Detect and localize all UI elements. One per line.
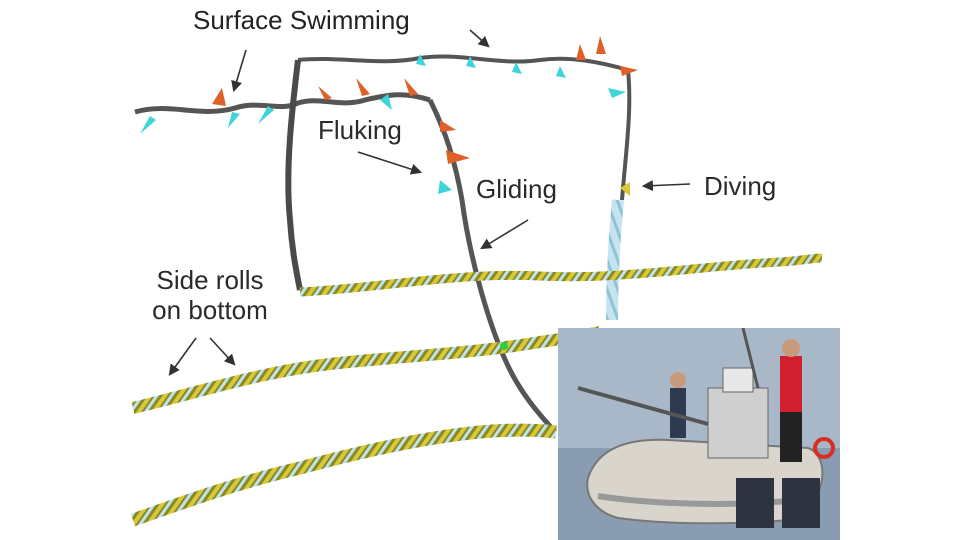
arrow-side-rolls-right — [210, 338, 234, 364]
arrow-fluking — [358, 152, 420, 172]
bottom-ribbon-2 — [133, 332, 600, 408]
diving-label: Diving — [704, 172, 776, 202]
position-marker — [500, 342, 508, 350]
arrow-surface-left — [234, 50, 246, 90]
side-rolls-label: Side rolls on bottom — [136, 266, 284, 326]
fluking-label: Fluking — [318, 116, 402, 146]
arrow-gliding — [482, 220, 528, 248]
arrow-surface-right — [470, 30, 488, 46]
side-rolls-line-1: Side rolls — [136, 266, 284, 296]
diving-column — [612, 200, 618, 320]
gliding-label: Gliding — [476, 175, 557, 205]
side-rolls-line-2: on bottom — [136, 296, 284, 326]
left-descent-track — [288, 60, 300, 290]
arrow-diving — [644, 184, 690, 186]
bottom-ribbon-3 — [133, 430, 556, 520]
research-boat-photo — [558, 328, 840, 540]
bottom-ribbon-1 — [300, 258, 822, 292]
gliding-descent-track — [430, 100, 555, 432]
arrow-side-rolls-left — [170, 338, 196, 374]
surface-swimming-label: Surface Swimming — [193, 6, 410, 36]
diving-connector — [622, 70, 629, 200]
